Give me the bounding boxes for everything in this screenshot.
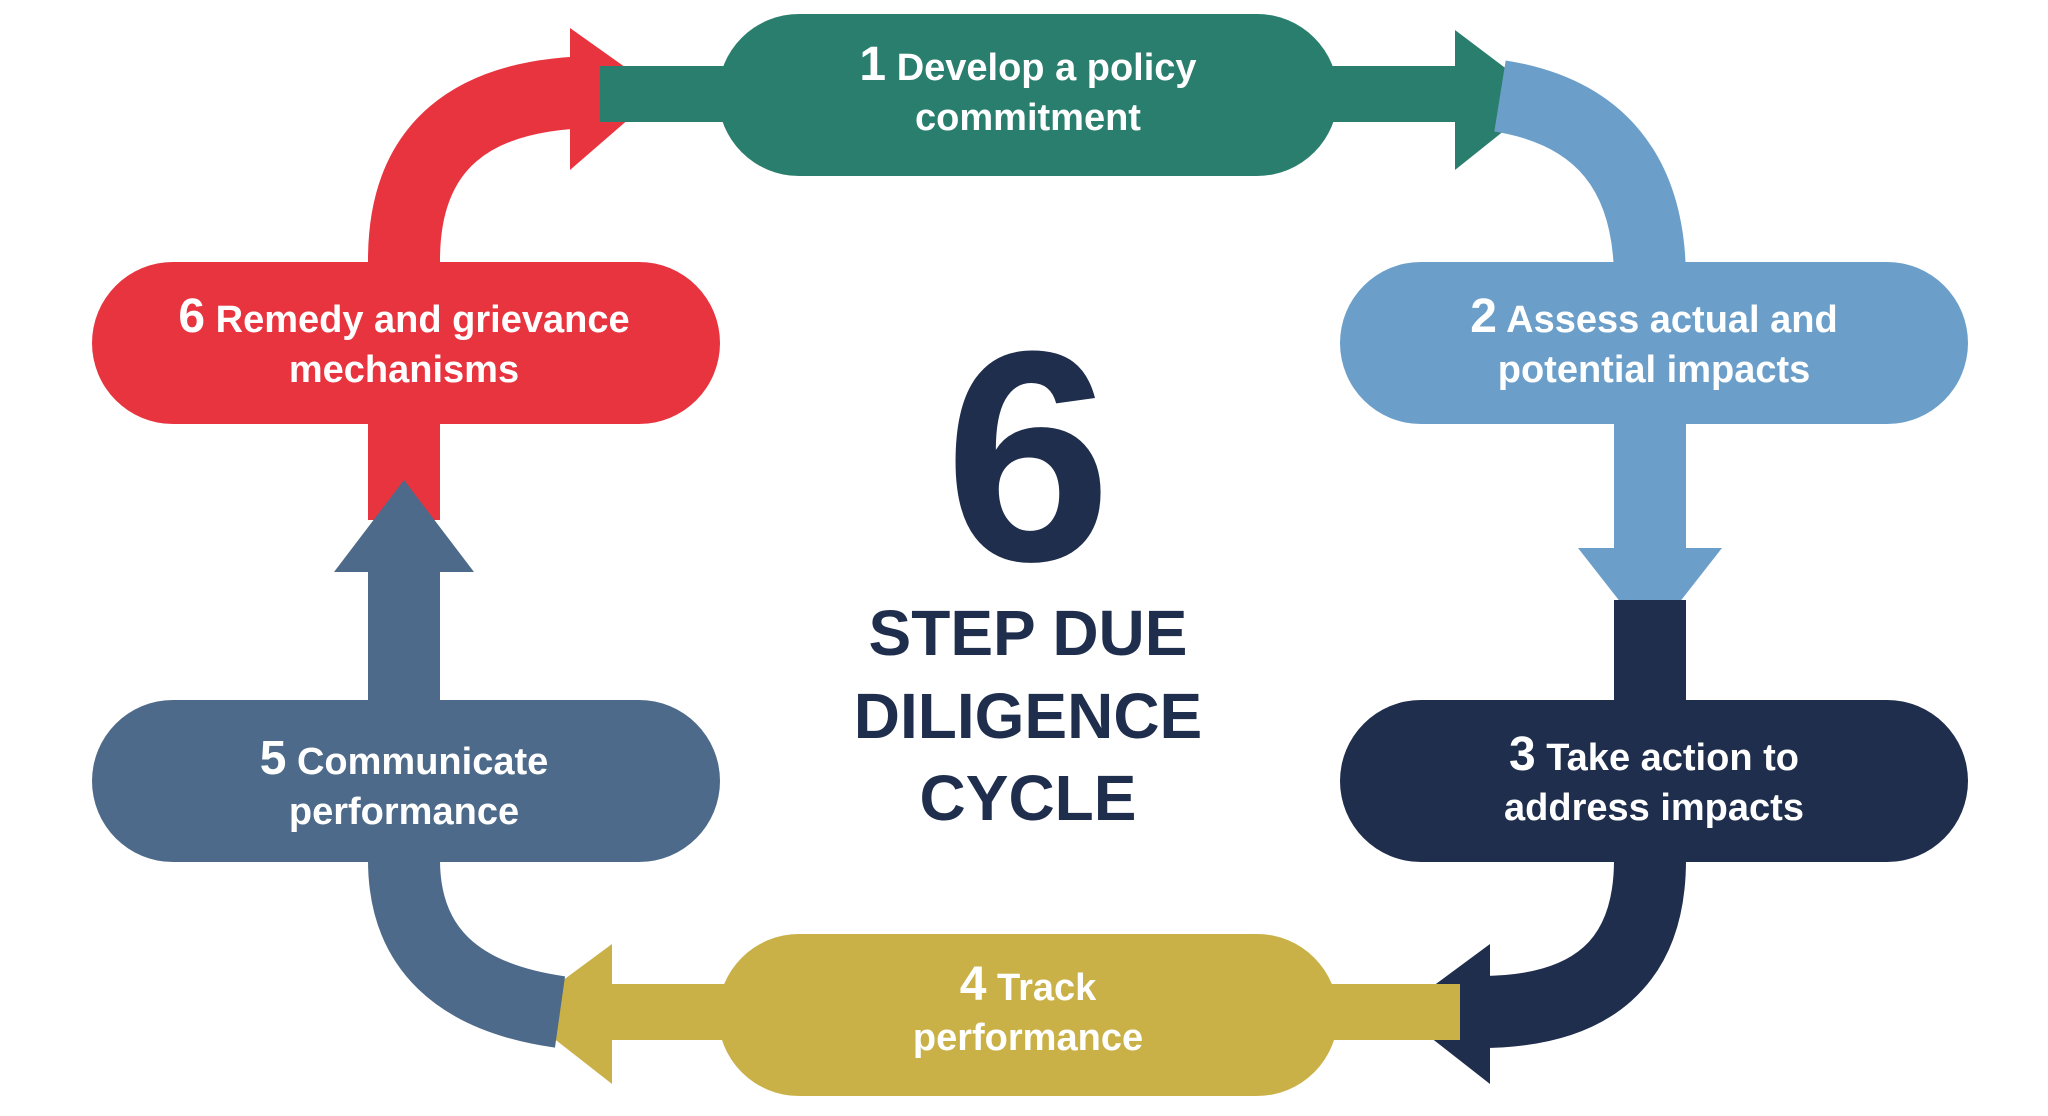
step-1-number: 1 — [859, 38, 886, 91]
center-big-number: 6 — [945, 288, 1112, 624]
step-4-bg — [718, 934, 1338, 1096]
arrow-2-to-3 — [1493, 60, 1722, 640]
svg-text:6 Remedy and grievance: 6 Remedy and grievance — [178, 290, 629, 343]
step-6-label-line1: Remedy and grievance — [216, 299, 630, 341]
step-3-bg — [1340, 700, 1968, 862]
center-title-line2: DILIGENCE — [854, 680, 1202, 752]
step-3-number: 3 — [1509, 728, 1536, 781]
step-6-label-line2: mechanisms — [289, 349, 519, 391]
step-3-label-line2: address impacts — [1504, 787, 1804, 829]
step-1-label-line2: commitment — [915, 97, 1141, 139]
step-5-pill: 5 Communicate performance — [92, 700, 720, 862]
step-3-label-line1: Take action to — [1546, 737, 1799, 779]
step-2-pill: 2 Assess actual and potential impacts — [1340, 262, 1968, 424]
step-1-pill: 1 Develop a policy commitment — [718, 14, 1338, 176]
step-2-number: 2 — [1470, 290, 1497, 343]
step-2-bg — [1340, 262, 1968, 424]
center-title: 6 STEP DUE DILIGENCE CYCLE — [854, 288, 1202, 834]
step-5-label-line2: performance — [289, 791, 519, 833]
step-4-pill: 4 Track performance — [718, 934, 1338, 1096]
step-1-label-line1: Develop a policy — [897, 47, 1197, 89]
step-4-label-line2: performance — [913, 1017, 1143, 1059]
svg-text:4 Track: 4 Track — [960, 958, 1097, 1011]
step-3-pill: 3 Take action to address impacts — [1340, 700, 1968, 862]
step-4-number: 4 — [960, 958, 987, 1011]
svg-text:5 Communicate: 5 Communicate — [260, 732, 549, 785]
step-5-label-line1: Communicate — [297, 741, 548, 783]
step-1-bg — [718, 14, 1338, 176]
step-5-number: 5 — [260, 732, 287, 785]
step-2-label-line1: Assess actual and — [1506, 299, 1838, 341]
svg-text:3 Take action to: 3 Take action to — [1509, 728, 1799, 781]
center-title-line1: STEP DUE — [869, 597, 1188, 669]
step-5-bg — [92, 700, 720, 862]
arrow-5-to-6 — [334, 480, 566, 1048]
step-6-bg — [92, 262, 720, 424]
step-6-pill: 6 Remedy and grievance mechanisms — [92, 262, 720, 424]
svg-text:2 Assess actual and: 2 Assess actual and — [1470, 290, 1837, 343]
step-2-label-line2: potential impacts — [1498, 349, 1811, 391]
step-6-number: 6 — [178, 290, 205, 343]
svg-text:1 Develop a policy: 1 Develop a policy — [859, 38, 1196, 91]
center-title-line3: CYCLE — [920, 762, 1137, 834]
step-4-label-line1: Track — [997, 967, 1097, 1009]
